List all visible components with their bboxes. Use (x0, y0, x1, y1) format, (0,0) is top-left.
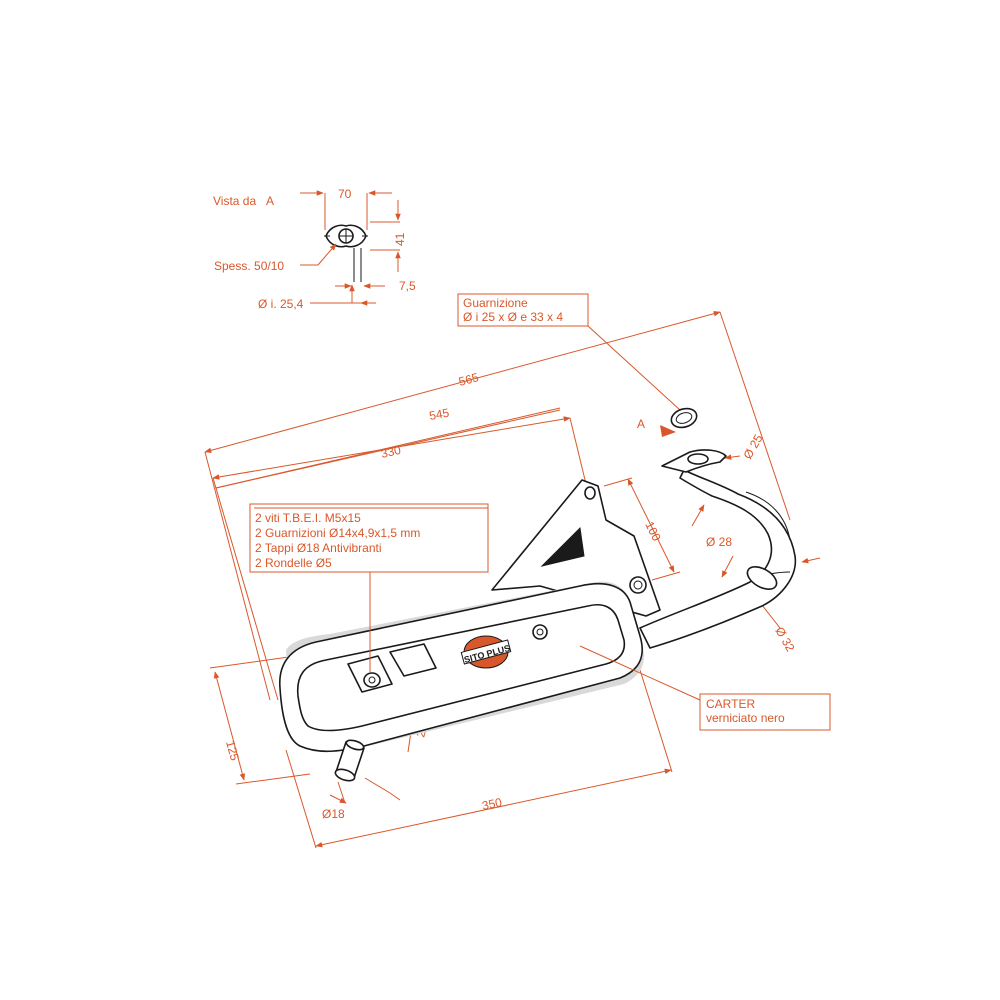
flange-detail-view: Vista da A 70 41 Spess. 50/10 7,5 (213, 187, 416, 311)
kit-line1: 2 viti T.B.E.I. M5x15 (255, 511, 361, 525)
carter-callout: CARTER verniciato nero (579, 645, 831, 731)
kit-line4: 2 Rondelle Ø5 (255, 556, 332, 570)
vent-slot-2 (389, 643, 437, 677)
dim-330: 330 (380, 443, 403, 461)
dim-pipe-28: Ø 28 (706, 535, 732, 549)
tail-pipe-end (334, 768, 356, 782)
carter-label-box (699, 693, 831, 731)
kit-label-box (249, 503, 489, 573)
kit-line2: 2 Guarnizioni Ø14x4,9x1,5 mm (255, 526, 420, 540)
carter-screw-1 (363, 672, 381, 688)
pipe-joint (746, 566, 778, 590)
dim-tail-18: Ø18 (322, 807, 345, 821)
thickness-label: Spess. 50/10 (214, 259, 284, 273)
bracket-hole-top (584, 486, 596, 500)
inner-diameter-label: Ø i. 25,4 (258, 297, 304, 311)
head-flange-hole (687, 453, 709, 465)
dim-pipe-32: Ø 32 (772, 625, 797, 655)
dim-height-41: 41 (393, 232, 407, 246)
dim-100: 100 (642, 519, 664, 543)
dim-565: 565 (457, 370, 480, 389)
sito-plus-logo: SITO PLUS (460, 635, 512, 669)
bracket-hole-bottom (629, 576, 647, 594)
dim-125: 125 (223, 739, 242, 762)
arrow-letter: A (637, 417, 645, 431)
gasket-ring (670, 407, 698, 429)
gasket-line2: Ø i 25 x Ø e 33 x 4 (463, 310, 563, 324)
dim-offset-7-5: 7,5 (399, 279, 416, 293)
carter-screw-2 (532, 624, 548, 640)
view-arrow-a: A (637, 417, 676, 437)
dim-545: 545 (428, 406, 450, 423)
kit-callout: 2 viti T.B.E.I. M5x15 2 Guarnizioni Ø14x… (249, 503, 489, 672)
carter-line2: verniciato nero (706, 711, 785, 725)
view-title: Vista da (213, 194, 256, 208)
kit-line3: 2 Tappi Ø18 Antivibranti (255, 541, 382, 555)
gasket-callout: Guarnizione Ø i 25 x Ø e 33 x 4 (457, 293, 698, 429)
carter-line1: CARTER (706, 697, 755, 711)
dim-width-70: 70 (338, 187, 352, 201)
gasket-line1: Guarnizione (463, 296, 528, 310)
head-pipe (639, 469, 797, 649)
dim-350: 350 (481, 795, 504, 813)
bracket-cutout (540, 526, 585, 567)
exhaust-assembly: SITO PLUS (279, 449, 797, 782)
view-letter: A (266, 194, 274, 208)
